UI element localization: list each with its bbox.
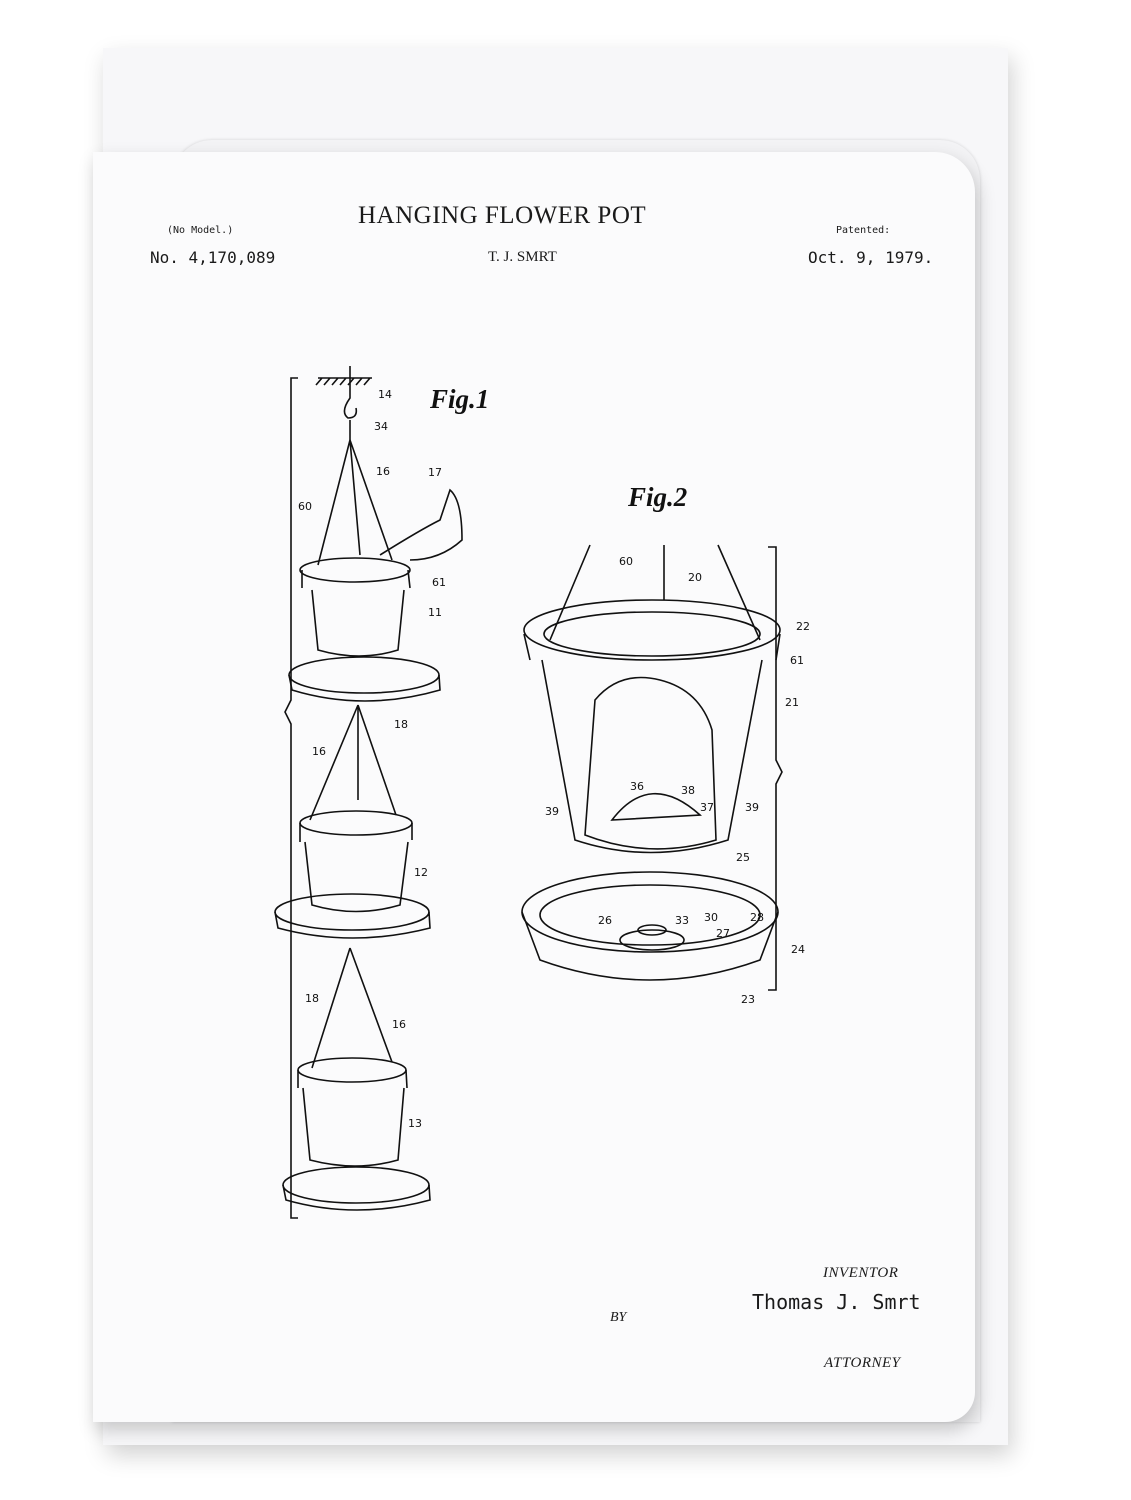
fig2-pot [523, 544, 781, 854]
by-label: BY [610, 1310, 627, 1325]
fig2-reference-numeral: 39 [545, 805, 559, 818]
fig2-reference-numeral: 36 [630, 780, 644, 793]
fig2-reference-numeral: 37 [700, 801, 714, 814]
fig1-reference-numeral: 12 [414, 866, 428, 879]
patent-title: HANGING FLOWER POT [358, 202, 647, 229]
fig1-reference-numeral: 60 [298, 500, 312, 513]
fig2-reference-numeral: 38 [681, 784, 695, 797]
fig2-reference-numeral: 24 [791, 943, 805, 956]
patent-number: No. 4,170,089 [150, 248, 276, 267]
fig2-reference-numeral: 23 [741, 993, 755, 1006]
fig2-reference-numeral: 27 [716, 927, 730, 940]
cutaway [584, 676, 717, 850]
fig2-reference-numeral: 60 [619, 555, 633, 568]
fig1-reference-numeral: 16 [312, 745, 326, 758]
fig1-label: Fig.1 [429, 384, 489, 414]
fig1-reference-numeral: 11 [428, 606, 442, 619]
fig2-reference-numeral: 22 [796, 620, 810, 633]
fig1-reference-numeral: 34 [374, 420, 388, 433]
fig2-reference-numeral: 30 [704, 911, 718, 924]
patent-date: Oct. 9, 1979. [808, 248, 934, 267]
fig1-reference-numeral: 17 [428, 466, 442, 479]
fig1-pot-bottom [282, 947, 431, 1211]
fig1-reference-numeral: 16 [392, 1018, 406, 1031]
fig1-reference-numeral: 14 [378, 388, 392, 401]
fig1-pot-top [288, 439, 463, 702]
fig2-saucer [521, 871, 779, 981]
fig2-reference-numeral: 28 [750, 911, 764, 924]
fig2-reference-numeral: 26 [598, 914, 612, 927]
fig1-pot-middle [274, 704, 431, 939]
ceiling-icon [315, 377, 372, 386]
fig2-reference-numeral: 61 [790, 654, 804, 667]
fig2-bracket [768, 546, 783, 991]
fig1-reference-numeral: 18 [394, 718, 408, 731]
greeting-card-front [93, 152, 975, 1422]
fig2-label: Fig.2 [627, 482, 687, 512]
attorney-label: ATTORNEY [824, 1355, 901, 1371]
watering-can-icon [379, 488, 463, 561]
fig1-reference-numeral: 61 [432, 576, 446, 589]
fig2-reference-numeral: 39 [745, 801, 759, 814]
fig1-bracket [284, 377, 298, 1219]
fig1-reference-numeral: 16 [376, 465, 390, 478]
dome [610, 792, 702, 821]
fig1-reference-numeral: 13 [408, 1117, 422, 1130]
fig2-reference-numeral: 21 [785, 696, 799, 709]
fig2-reference-numeral: 25 [736, 851, 750, 864]
fig2-reference-numeral: 20 [688, 571, 702, 584]
fig2-reference-numeral: 33 [675, 914, 689, 927]
inventor-short: T. J. SMRT [488, 249, 557, 265]
patented-label: Patented: [836, 225, 891, 236]
no-model-label: (No Model.) [167, 225, 234, 236]
inventor-name: Thomas J. Smrt [752, 1290, 921, 1314]
hook-icon [343, 366, 358, 440]
fig1-reference-numeral: 18 [305, 992, 319, 1005]
inventor-label: INVENTOR [823, 1265, 899, 1281]
